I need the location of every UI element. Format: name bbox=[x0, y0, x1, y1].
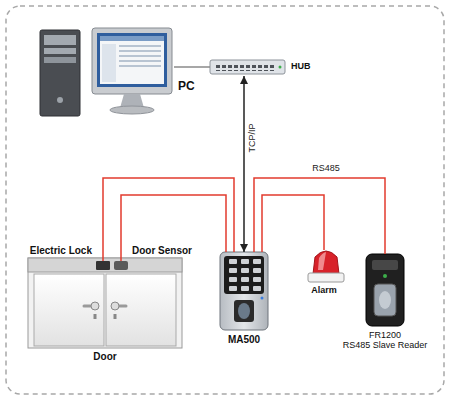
pc-icon: PC bbox=[38, 26, 174, 120]
signal-wire bbox=[121, 195, 226, 261]
hub-picture bbox=[210, 60, 285, 74]
pc-picture bbox=[40, 28, 172, 116]
ma500-picture bbox=[220, 252, 268, 330]
network-cable bbox=[243, 76, 245, 252]
device-label: Door bbox=[93, 351, 116, 363]
device-name: FR1200 bbox=[343, 330, 428, 340]
alarm-siren: Alarm bbox=[306, 250, 342, 282]
device-name: HUB bbox=[291, 61, 311, 71]
device-label: Alarm bbox=[311, 285, 337, 295]
device-label: FR1200RS485 Slave Reader bbox=[343, 330, 428, 351]
electric-lock: Electric Lock bbox=[96, 261, 110, 270]
device-label: HUB bbox=[291, 61, 311, 71]
device-name: MA500 bbox=[228, 334, 260, 346]
device-name: Alarm bbox=[311, 285, 337, 295]
device-name: Electric Lock bbox=[30, 245, 92, 257]
signal-wire bbox=[254, 178, 385, 254]
device-name: RS485 Slave Reader bbox=[343, 340, 428, 350]
hub-icon: HUB bbox=[210, 58, 285, 76]
connection-label: RS485 bbox=[310, 164, 342, 174]
device-name: Door Sensor bbox=[132, 245, 192, 257]
network-cable bbox=[174, 66, 210, 68]
device-label: PC bbox=[178, 80, 195, 94]
fr1200-picture bbox=[366, 254, 404, 326]
door-picture bbox=[28, 258, 182, 348]
device-name: PC bbox=[178, 80, 195, 94]
dashed-frame bbox=[6, 6, 444, 394]
slave-reader: FR1200RS485 Slave Reader bbox=[366, 254, 404, 326]
door-sensor: Door Sensor bbox=[114, 261, 128, 270]
signal-wire bbox=[103, 178, 234, 261]
device-name: Door bbox=[93, 351, 116, 363]
signal-wire bbox=[262, 195, 324, 252]
device-label: Electric Lock bbox=[30, 245, 92, 257]
alarm-picture bbox=[308, 251, 344, 282]
controller-device: MA500 bbox=[220, 252, 268, 330]
device-label: MA500 bbox=[228, 334, 260, 346]
door-picture: DoorElectric LockDoor Sensor bbox=[28, 258, 182, 348]
connection-label: TCP/IP bbox=[248, 121, 258, 154]
device-label: Door Sensor bbox=[132, 245, 192, 257]
